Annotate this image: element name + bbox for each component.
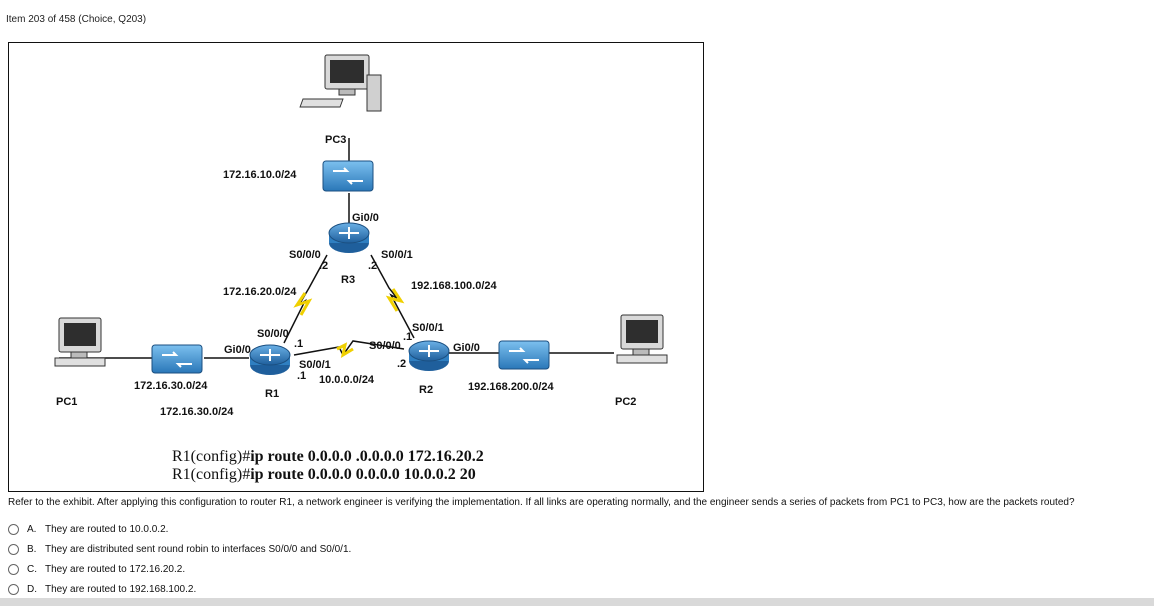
r3-label: R3 [341,274,355,286]
r2-s001-host: .1 [403,331,412,343]
r1-label: R1 [265,388,279,400]
r3-s000-label: S0/0/0 [289,249,321,261]
config-line-1: R1(config)#ip route 0.0.0.0 .0.0.0.0 172… [172,448,484,466]
radio-d[interactable] [8,583,19,595]
net-label-172-16-30-a: 172.16.30.0/24 [134,380,208,392]
option-b-letter: B. [27,543,37,555]
option-d[interactable]: D. They are routed to 192.168.100.2. [8,579,351,599]
net-label-172-16-30-b: 172.16.30.0/24 [160,406,234,418]
switch-icon-top [322,160,374,192]
router-icon-r1 [249,344,291,375]
network-topology: PC3 [54,54,668,418]
pc2-computer-icon [616,314,668,364]
config-line-1-prompt: R1(config)# [172,448,251,465]
radio-b[interactable] [8,543,19,555]
switch-icon-right [498,340,550,370]
r3-s001-label: S0/0/1 [381,249,413,261]
net-label-172-16-20: 172.16.20.0/24 [223,286,297,298]
r2-gi-label: Gi0/0 [453,342,480,354]
r3-gi-label: Gi0/0 [352,212,379,224]
option-c-letter: C. [27,563,37,575]
r2-s000-host: .2 [397,358,406,370]
item-counter: Item 203 of 458 (Choice, Q203) [6,14,147,25]
r2-label: R2 [419,384,433,396]
config-line-2: R1(config)#ip route 0.0.0.0 0.0.0.0 10.0… [172,466,476,484]
link-r3-r2 [370,254,415,339]
pc3-label: PC3 [325,134,346,146]
net-label-192-168-100: 192.168.100.0/24 [411,280,498,292]
net-label-172-16-10: 172.16.10.0/24 [223,169,297,181]
r1-s000-label: S0/0/0 [257,328,289,340]
r1-s001-label: S0/0/1 [299,359,331,371]
radio-a[interactable] [8,523,19,535]
bottom-scrollbar[interactable] [0,598,1154,606]
option-b-text: They are distributed sent round robin to… [45,543,352,555]
r3-s001-host: .2 [368,260,377,272]
pc3-computer-icon [299,54,382,112]
r1-s000-host: .1 [294,338,303,350]
config-line-2-command: ip route 0.0.0.0 0.0.0.0 10.0.0.2 20 [250,466,476,483]
answer-options: A. They are routed to 10.0.0.2. B. They … [8,519,351,599]
pc1-computer-icon [54,317,106,367]
r1-s001-host: .1 [297,370,306,382]
radio-c[interactable] [8,563,19,575]
switch-icon-left [151,344,203,374]
r1-gi-label: Gi0/0 [224,344,251,356]
pc2-label: PC2 [615,396,636,408]
option-a-letter: A. [27,523,37,535]
option-d-letter: D. [27,583,37,595]
question-text: Refer to the exhibit. After applying thi… [8,497,1075,508]
router-icon-r3 [328,222,370,253]
config-line-2-prompt: R1(config)# [172,466,251,483]
router-icon-r2 [408,340,450,371]
r3-s000-host: .2 [319,260,328,272]
serial-marks [293,288,405,359]
option-d-text: They are routed to 192.168.100.2. [45,583,197,595]
option-a-text: They are routed to 10.0.0.2. [45,523,169,535]
pc1-label: PC1 [56,396,77,408]
net-label-10-0-0: 10.0.0.0/24 [319,374,375,386]
option-a[interactable]: A. They are routed to 10.0.0.2. [8,519,351,539]
config-line-1-command: ip route 0.0.0.0 .0.0.0.0 172.16.20.2 [250,448,484,465]
option-b[interactable]: B. They are distributed sent round robin… [8,539,351,559]
exhibit-diagram: PC3 [8,42,704,492]
net-label-192-168-200: 192.168.200.0/24 [468,381,555,393]
r2-s000-label: S0/0/0 [369,340,401,352]
option-c-text: They are routed to 172.16.20.2. [45,563,186,575]
option-c[interactable]: C. They are routed to 172.16.20.2. [8,559,351,579]
r2-s001-label: S0/0/1 [412,322,444,334]
